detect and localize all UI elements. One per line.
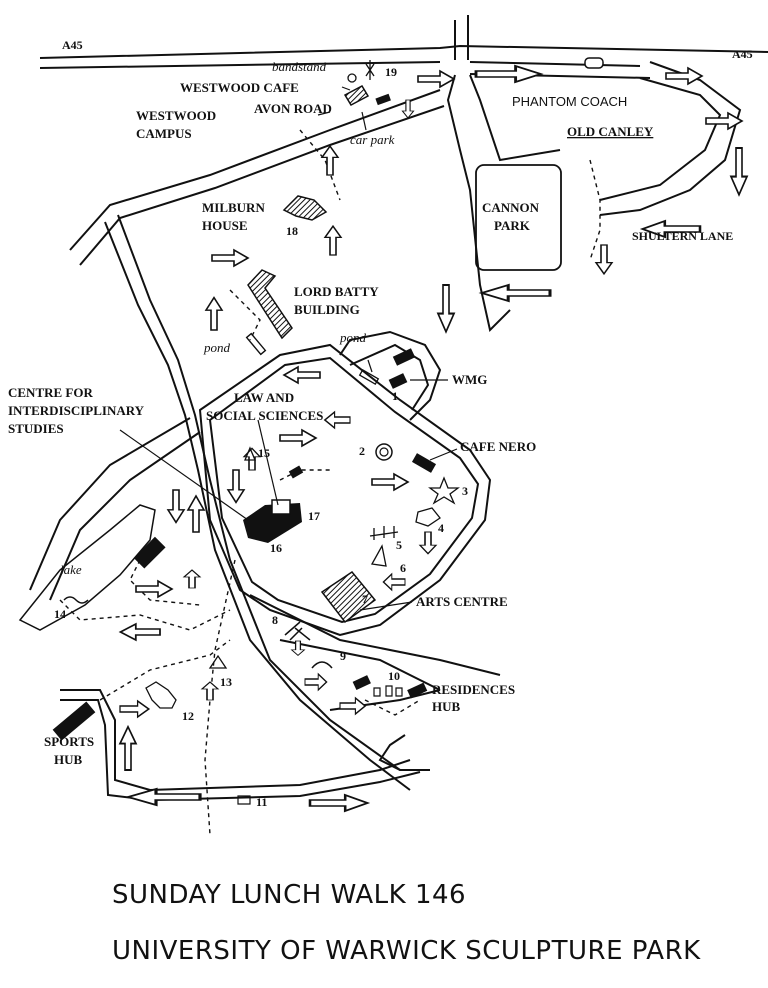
label-milburn-1: MILBURN [202, 200, 265, 215]
sculpture-3-icon [428, 476, 460, 505]
label-cis-3: STUDIES [8, 421, 64, 436]
sculpture-number-18: 18 [286, 224, 298, 238]
label-sports-2: HUB [54, 752, 83, 767]
label-residences-1: RESIDENCES [432, 682, 515, 697]
label-leaders [119, 86, 458, 611]
sculpture-6-icon [370, 544, 387, 567]
sculpture-10-icon [373, 685, 403, 697]
label-cis-1: CENTRE FOR [8, 385, 93, 400]
label-westwood-campus-1: WESTWOOD [136, 108, 216, 123]
sculpture-8-icon [284, 621, 311, 641]
sculpture-number-8: 8 [272, 613, 278, 627]
label-arts-centre: ARTS CENTRE [416, 594, 508, 609]
label-a45-left: A45 [62, 38, 83, 52]
label-car-park: car park [350, 132, 395, 147]
sculpture-19-icon [365, 60, 375, 80]
sculpture-number-6: 6 [400, 561, 406, 575]
label-pond-top: pond [339, 330, 367, 345]
sculpture-number-4: 4 [438, 521, 444, 535]
sculpture-number-5: 5 [396, 538, 402, 552]
sculpture-number-16: 16 [270, 541, 282, 555]
label-old-canley: OLD CANLEY [567, 124, 654, 139]
label-pond-left: pond [203, 340, 231, 355]
sculpture-number-13: 13 [220, 675, 232, 689]
sculpture-4-icon [415, 507, 441, 527]
sculpture-number-1: 1 [392, 389, 398, 403]
label-westwood-campus-2: CAMPUS [136, 126, 192, 141]
label-shultern-lane: SHULTERN LANE [632, 229, 733, 243]
sculpture-11-icon [237, 795, 251, 805]
label-cafe-nero: CAFE NERO [460, 439, 536, 454]
westwood-cafe-building [343, 85, 370, 106]
label-bandstand: bandstand [272, 59, 327, 74]
map-labels: A45 A45 bandstand 19 WESTWOOD CAFE AVON … [8, 38, 753, 809]
footpaths [59, 129, 601, 836]
a45-road [39, 44, 768, 59]
sculpture-number-12: 12 [182, 709, 194, 723]
sculpture-number-15: 15 [258, 446, 270, 460]
sculpture-number-7: 7 [362, 592, 368, 606]
sculpture-13-icon [208, 654, 228, 669]
label-residences-2: HUB [432, 699, 461, 714]
sculpture-number-14: 14 [54, 607, 66, 621]
label-westwood-cafe: WESTWOOD CAFE [180, 80, 299, 95]
sculpture-number-9: 9 [340, 649, 346, 663]
milburn-house-building [282, 195, 328, 221]
sculpture-number-10: 10 [388, 669, 400, 683]
label-law-2: SOCIAL SCIENCES [206, 408, 323, 423]
bandstand-icon [347, 73, 357, 83]
walk-title: SUNDAY LUNCH WALK 146 [112, 880, 467, 910]
sculpture-number-17: 17 [308, 509, 320, 523]
lake [18, 504, 156, 631]
sculpture-number-11: 11 [256, 795, 267, 809]
label-a45-right: A45 [732, 47, 753, 61]
label-milburn-2: HOUSE [202, 218, 248, 233]
westwood-road [69, 89, 441, 251]
sculpture-9-icon [311, 661, 333, 669]
sculpture-12-icon [145, 681, 177, 709]
label-cis-2: INTERDISCIPLINARY [8, 403, 145, 418]
sculpture-number-2: 2 [359, 444, 365, 458]
sculpture-14-icon [63, 596, 89, 604]
walk-subtitle: UNIVERSITY OF WARWICK SCULPTURE PARK [112, 936, 701, 966]
label-law-1: LAW AND [234, 390, 294, 405]
buildings [52, 57, 604, 741]
label-cannon-park-2: PARK [494, 218, 531, 233]
label-avon-road: AVON ROAD [254, 101, 332, 116]
label-cannon-park-1: CANNON [482, 200, 540, 215]
sculpture-5-icon [369, 526, 399, 540]
sculpture-2-icon [375, 443, 393, 461]
label-lake: lake [60, 562, 82, 577]
sculpture-number-19: 19 [385, 65, 397, 79]
label-lord-batty-1: LORD BATTY [294, 284, 379, 299]
sculptures [63, 60, 460, 805]
cannon-park-block [475, 164, 562, 271]
road-network [29, 15, 768, 802]
sculpture-15-icon [244, 446, 256, 461]
campus-map: A45 A45 bandstand 19 WESTWOOD CAFE AVON … [8, 15, 768, 836]
label-sports-1: SPORTS [44, 734, 94, 749]
label-phantom-coach: PHANTOM COACH [512, 94, 627, 109]
lord-batty-building [247, 269, 293, 340]
label-wmg: WMG [452, 372, 487, 387]
label-lord-batty-2: BUILDING [294, 302, 360, 317]
lake-building [133, 536, 166, 569]
sculpture-number-3: 3 [462, 484, 468, 498]
sports-hub-building [52, 701, 96, 741]
